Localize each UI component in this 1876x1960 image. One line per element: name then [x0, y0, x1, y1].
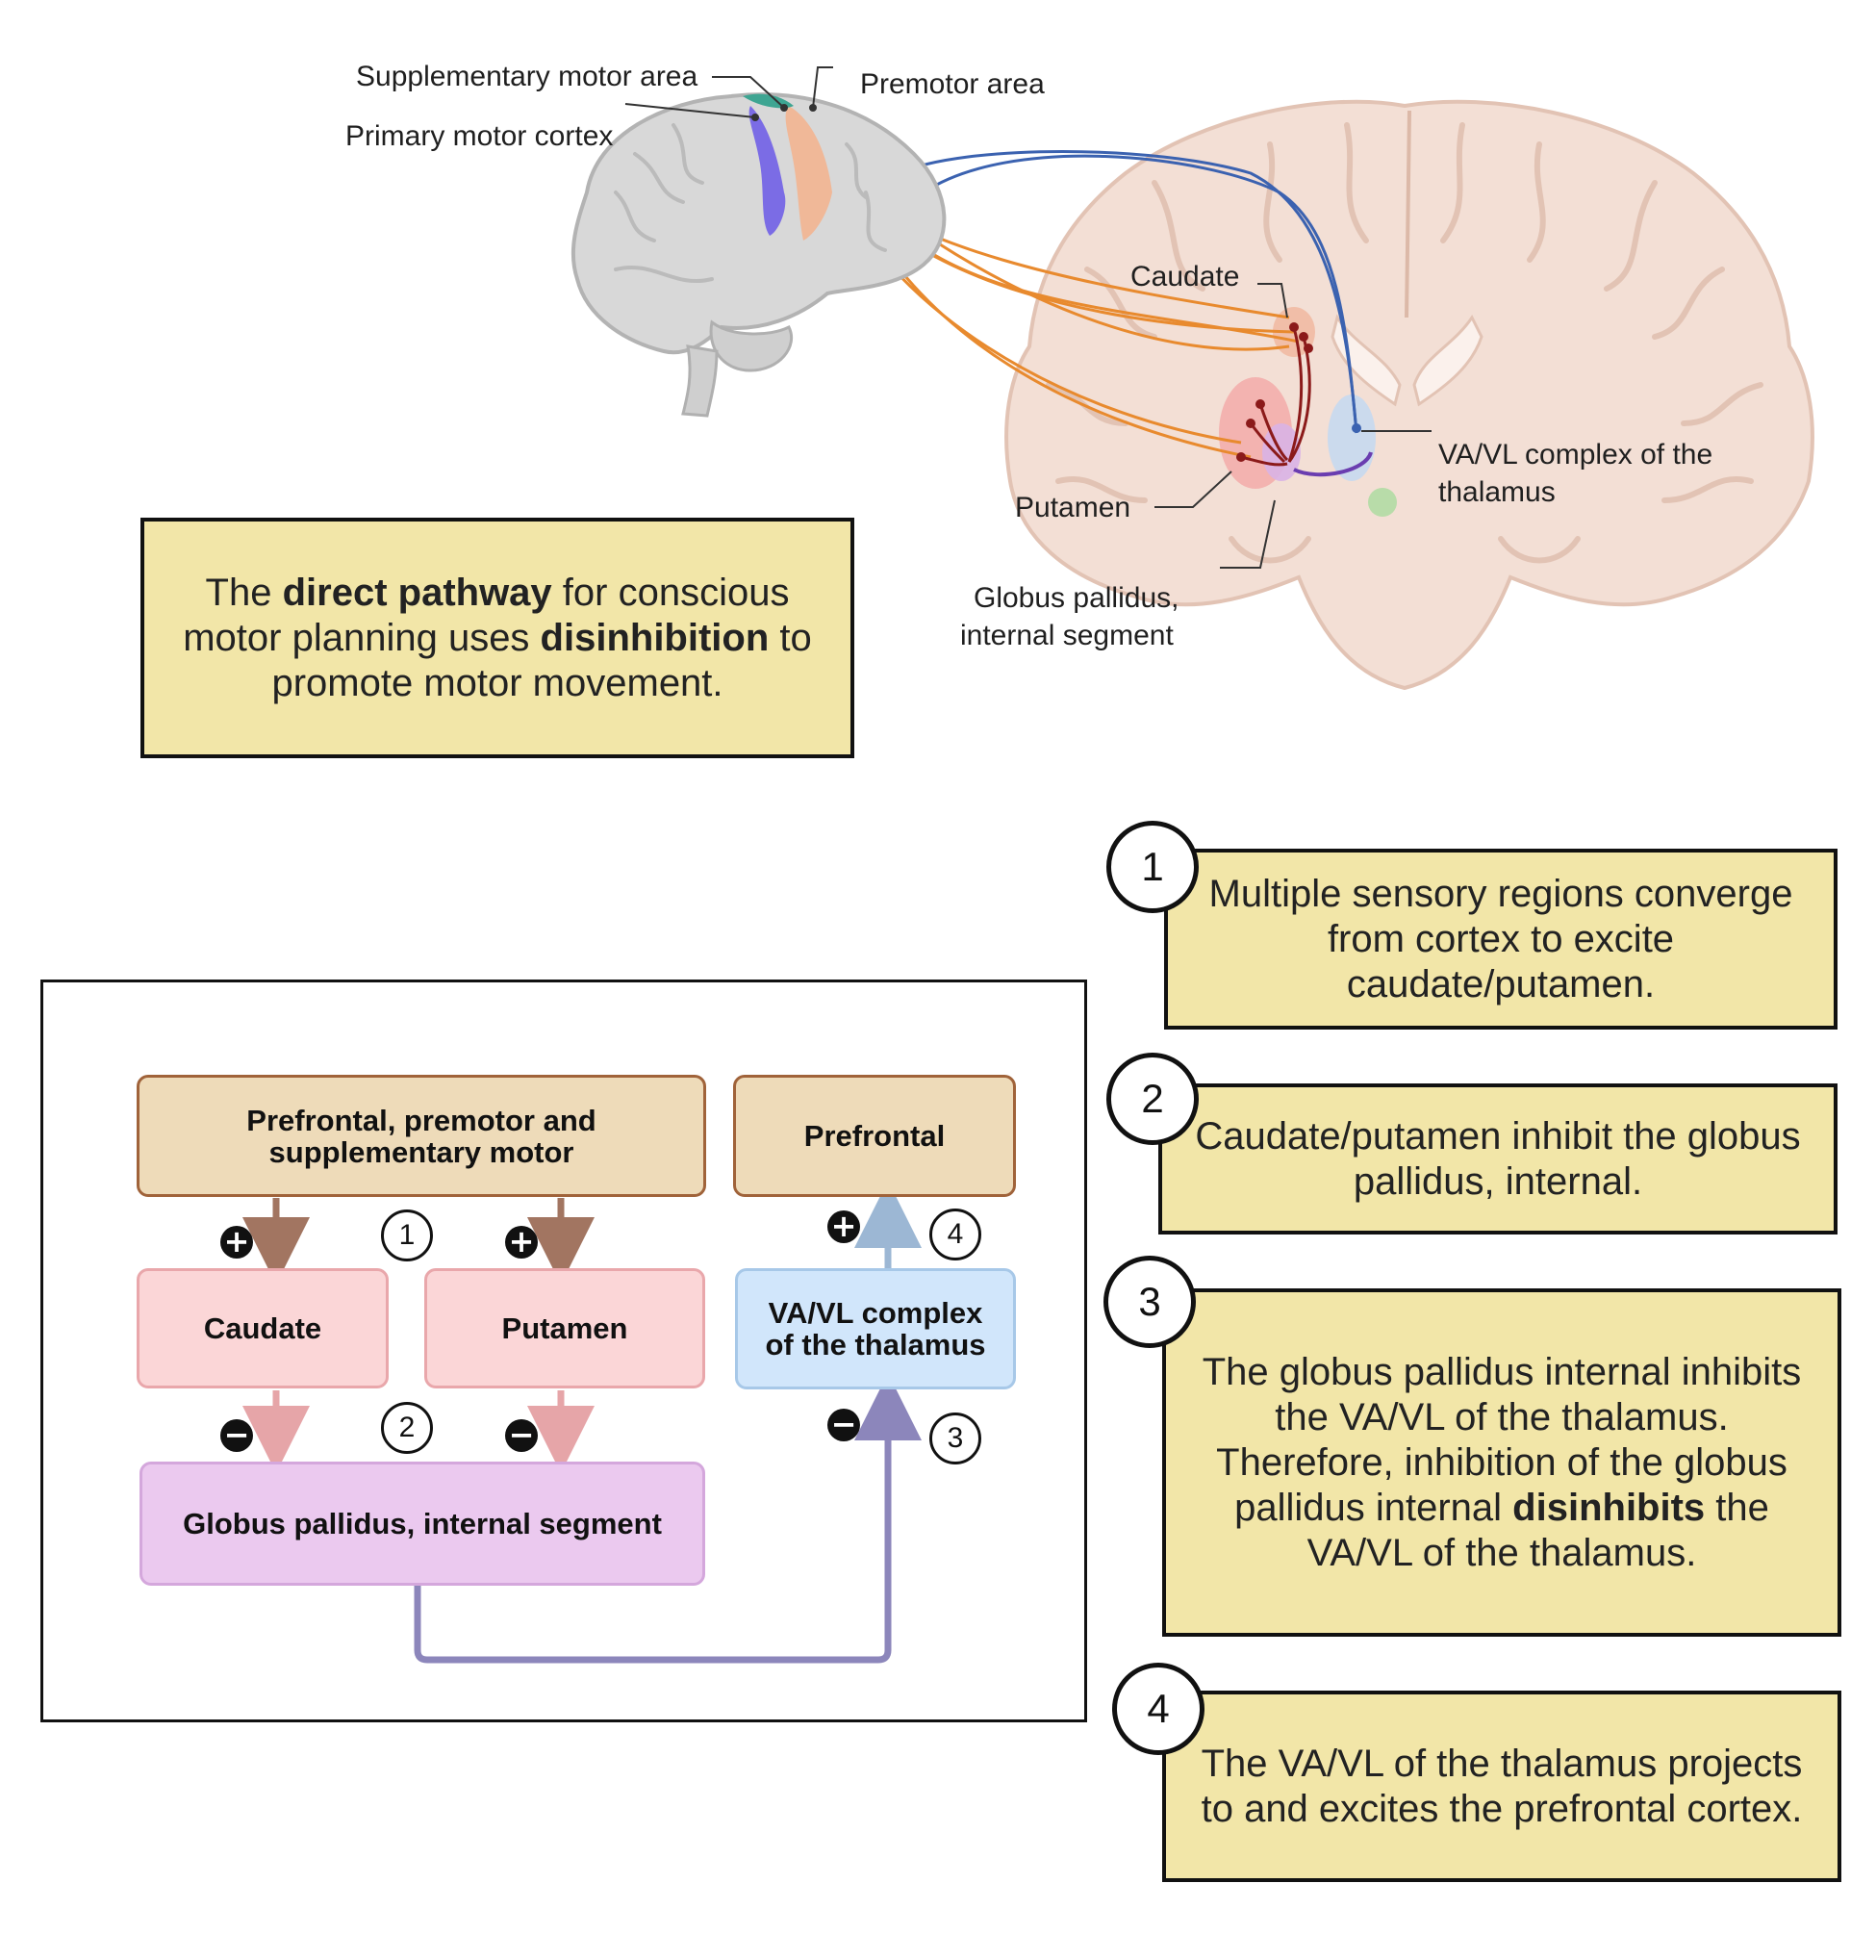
flow-step-2-marker: 2: [381, 1402, 433, 1454]
label-primary-motor-cortex: Primary motor cortex: [345, 120, 614, 152]
label-vavl-line1: VA/VL complex of the: [1438, 439, 1713, 471]
step-4-number: 4: [1112, 1663, 1204, 1755]
arrow-gpi-to-thalamus: [414, 1373, 922, 1664]
thalamus-vavl: [1328, 395, 1376, 481]
flow-step-4-marker: 4: [929, 1209, 981, 1260]
box-putamen: Putamen: [424, 1268, 705, 1388]
step-3-box: The globus pallidus internal inhibits th…: [1162, 1288, 1841, 1637]
step-3-number: 3: [1103, 1256, 1196, 1348]
box-caudate: Caudate: [137, 1268, 389, 1388]
step-2-text: Caudate/putamen inhibit the globus palli…: [1195, 1114, 1801, 1203]
minus-sign-caudate: −: [220, 1419, 253, 1452]
primary-motor-strip: [748, 106, 786, 236]
plus-sign-thalamus: +: [827, 1210, 860, 1243]
label-putamen: Putamen: [1015, 492, 1131, 523]
label-caudate: Caudate: [1130, 261, 1240, 293]
flow-step-3-marker: 3: [929, 1413, 981, 1464]
label-gpi-line1: Globus pallidus,: [974, 582, 1179, 614]
lateral-brain: [570, 66, 947, 418]
summary-box: The direct pathway for conscious motor p…: [140, 518, 854, 758]
step-1-box: Multiple sensory regions converge from c…: [1164, 849, 1838, 1030]
premotor-strip: [785, 106, 832, 241]
label-vavl-line2: thalamus: [1438, 476, 1556, 508]
step-1-text: Multiple sensory regions converge from c…: [1208, 872, 1793, 1005]
step-4-text: The VA/VL of the thalamus projects to an…: [1201, 1742, 1803, 1830]
label-gpi-line2: internal segment: [960, 620, 1174, 651]
plus-sign-caudate: +: [220, 1226, 253, 1259]
flow-step-1-marker: 1: [381, 1209, 433, 1261]
box-prefrontal: Prefrontal: [733, 1075, 1016, 1197]
brain-illustration: [570, 66, 1814, 691]
label-supplementary-motor-area: Supplementary motor area: [356, 61, 698, 92]
step-3-text: The globus pallidus internal inhibits th…: [1202, 1350, 1802, 1574]
summary-text: The direct pathway for conscious motor p…: [183, 571, 812, 704]
box-globus-pallidus-internal: Globus pallidus, internal segment: [139, 1462, 705, 1586]
step-2-number: 2: [1106, 1053, 1199, 1145]
step-2-box: Caudate/putamen inhibit the globus palli…: [1158, 1083, 1838, 1235]
minus-sign-putamen: −: [505, 1419, 538, 1452]
coronal-brain-section: [811, 99, 1814, 691]
minus-sign-gpi: −: [827, 1409, 860, 1441]
step-1-number: 1: [1106, 821, 1199, 913]
label-premotor-area: Premotor area: [860, 68, 1045, 100]
plus-sign-putamen: +: [505, 1226, 538, 1259]
step-4-box: The VA/VL of the thalamus projects to an…: [1162, 1691, 1841, 1882]
